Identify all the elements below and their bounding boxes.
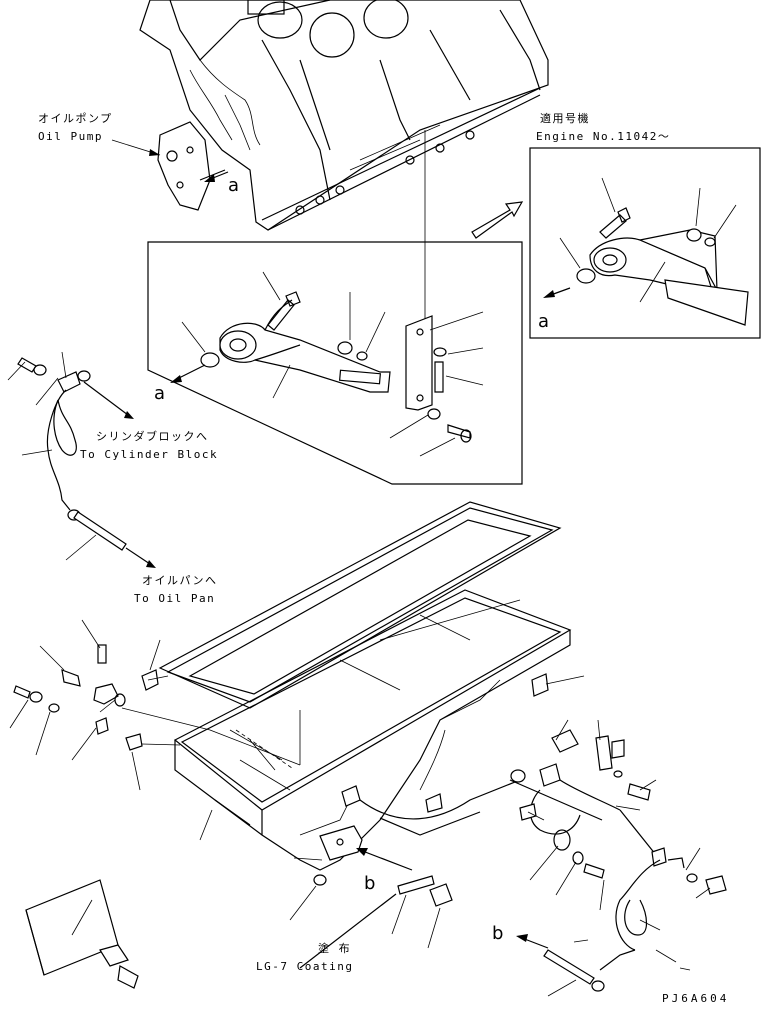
dashed-connector (235, 729, 293, 769)
detail-box (147, 241, 523, 485)
coating-label-jp: 塗 布 (318, 942, 352, 955)
applicable-label-jp: 適用号機 (540, 112, 590, 125)
inset-box (471, 147, 761, 339)
ref-b-harness: b (492, 923, 504, 944)
bottom-details (25, 779, 521, 989)
ref-a-inset: a (538, 311, 550, 332)
engine-number-label: Engine No.11042～ (536, 130, 671, 143)
coating-label-en: LG-7 Coating (256, 960, 354, 973)
drawing-code: PJ6A604 (662, 992, 730, 1005)
ref-a-engine: a (228, 175, 240, 196)
ref-a-detail: a (154, 383, 166, 404)
to-cylinder-label-jp: シリンダブロックへ (96, 430, 209, 443)
oil-pump-label-jp: オイルポンプ (38, 112, 113, 125)
engine-block (111, 0, 549, 231)
small-parts-left (9, 619, 211, 791)
to-oil-pan-label-jp: オイルパンへ (142, 574, 218, 587)
oil-pump-label-en: Oil Pump (38, 130, 103, 143)
oil-pan-gasket (158, 501, 562, 709)
to-oil-pan-label-en: To Oil Pan (134, 592, 216, 605)
ref-b-bracket: b (364, 873, 376, 894)
to-cylinder-label-en: To Cylinder Block (80, 448, 219, 461)
sensor-harness-right (509, 673, 727, 997)
sensor-harness-left (7, 351, 156, 568)
